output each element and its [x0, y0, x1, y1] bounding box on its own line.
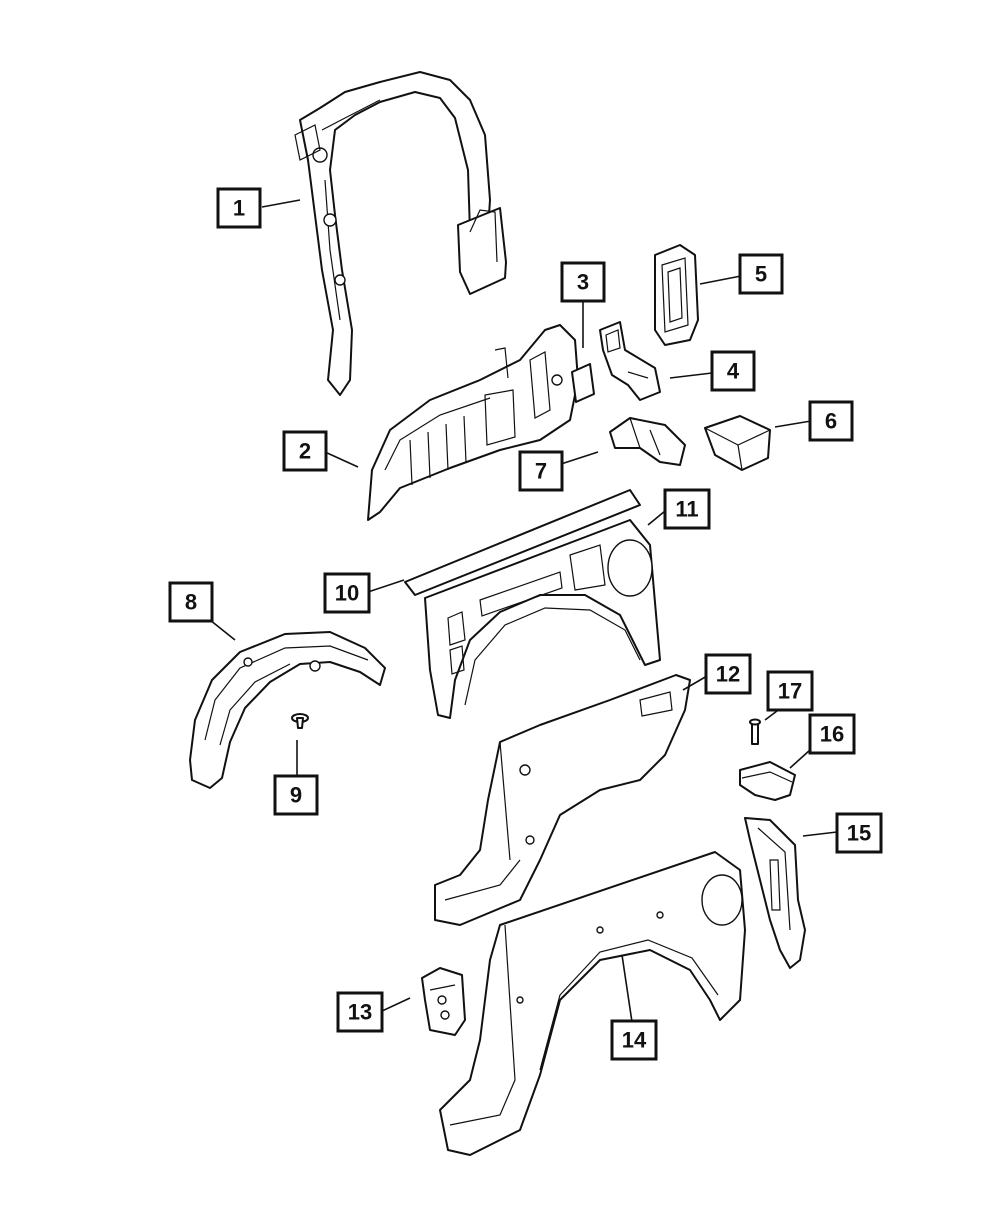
part-3-plate [571, 363, 595, 403]
callout-12: 12 [704, 653, 752, 695]
part-7-reinforcement [609, 417, 686, 466]
callout-label: 4 [727, 359, 740, 384]
callout-10: 10 [323, 572, 371, 614]
leader-2 [324, 451, 359, 468]
callout-17: 17 [766, 670, 814, 712]
callout-2: 2 [282, 430, 328, 472]
callout-15: 15 [835, 812, 883, 854]
callout-label: 6 [825, 409, 837, 434]
callout-4: 4 [710, 350, 756, 392]
leader-11 [647, 510, 666, 526]
callout-13: 13 [336, 991, 384, 1033]
leader-10 [367, 579, 405, 593]
callout-11: 11 [663, 488, 711, 530]
part-16-bracket [739, 761, 796, 801]
part-13-bracket [421, 967, 466, 1036]
callout-label: 1 [233, 196, 245, 221]
callout-label: 2 [299, 439, 311, 464]
callout-label: 8 [185, 590, 197, 615]
callout-label: 15 [847, 821, 871, 846]
part-8-wheelhouse-liner [189, 631, 386, 789]
callout-7: 7 [518, 450, 564, 492]
part-4-bracket [599, 321, 661, 401]
leader-5 [699, 275, 742, 285]
part-17-bolt [749, 718, 761, 745]
callout-label: 11 [675, 497, 698, 522]
leader-16 [789, 749, 811, 769]
callout-label: 3 [577, 270, 589, 295]
callout-label: 5 [755, 262, 767, 287]
callout-label: 10 [335, 581, 359, 606]
leader-8 [209, 619, 236, 641]
leader-lines [209, 199, 838, 1023]
leader-12 [682, 675, 708, 691]
part-9-push-pin [291, 713, 309, 729]
part-10-11-quarter-inner-panel [404, 489, 661, 719]
callout-label: 12 [716, 662, 740, 687]
callout-9: 9 [273, 774, 319, 816]
leader-7 [560, 451, 599, 465]
part-1-pillar-hoop [294, 71, 507, 396]
callout-label: 7 [535, 459, 547, 484]
callout-5: 5 [738, 253, 784, 295]
part-14-quarter-outer-panel [439, 851, 746, 1156]
callout-3: 3 [560, 261, 606, 303]
leader-4 [669, 372, 713, 379]
part-12-quarter-lower [434, 674, 691, 926]
callout-1: 1 [216, 187, 262, 229]
callout-label: 14 [622, 1028, 647, 1053]
leader-6 [774, 420, 812, 428]
part-2-inner-body-panel [367, 324, 579, 521]
leader-14 [621, 954, 633, 1023]
part-6-block-bracket [704, 415, 771, 471]
leader-15 [802, 831, 838, 837]
callout-14: 14 [610, 1019, 658, 1061]
callout-6: 6 [808, 400, 854, 442]
leader-13 [379, 997, 411, 1013]
part-5-channel [654, 244, 699, 346]
callout-8: 8 [168, 581, 214, 623]
callout-label: 13 [348, 1000, 372, 1025]
callout-16: 16 [808, 713, 856, 755]
leader-1 [261, 199, 301, 208]
callout-label: 9 [290, 783, 302, 808]
callout-label: 16 [820, 722, 844, 747]
callout-label: 17 [778, 679, 802, 704]
part-15-lamp-pocket [744, 817, 806, 969]
